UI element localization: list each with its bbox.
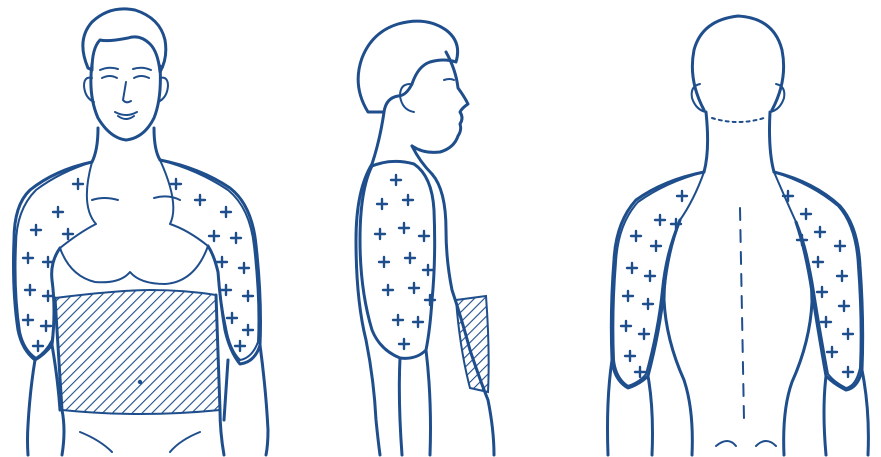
cross-mark	[239, 263, 249, 273]
front-chest	[60, 246, 208, 284]
cross-mark	[375, 229, 385, 239]
cross-mark	[53, 207, 63, 217]
cross-mark	[413, 317, 423, 327]
side-view	[356, 21, 494, 455]
cross-mark	[171, 179, 181, 189]
cross-mark	[391, 175, 401, 185]
cross-mark	[627, 263, 637, 273]
cross-mark	[393, 315, 403, 325]
front-eye-left	[102, 76, 117, 78]
cross-mark	[835, 241, 845, 251]
side-neck	[372, 112, 432, 174]
back-view	[608, 16, 869, 455]
back-right-forearm	[824, 370, 868, 455]
side-hair	[358, 21, 457, 112]
cross-mark	[31, 225, 41, 235]
cross-mark	[817, 287, 827, 297]
cross-mark	[677, 191, 687, 201]
front-navel	[138, 380, 142, 384]
front-hair	[83, 9, 166, 72]
front-nose	[123, 82, 131, 102]
cross-mark	[25, 285, 35, 295]
front-brow-left	[100, 68, 118, 70]
cross-mark	[625, 351, 635, 361]
back-buttocks	[716, 441, 776, 446]
side-forearm	[399, 350, 430, 455]
cross-mark	[399, 223, 409, 233]
cross-mark	[243, 291, 253, 301]
front-abdomen-hatched-zone	[55, 290, 220, 414]
cross-mark	[63, 229, 73, 239]
back-right-cross-zone	[774, 172, 861, 388]
cross-mark	[655, 215, 665, 225]
cross-mark	[419, 231, 429, 241]
cross-mark	[643, 299, 653, 309]
front-eye-right	[134, 76, 149, 78]
cross-mark	[797, 235, 807, 245]
side-arm	[360, 161, 435, 358]
cross-mark	[843, 367, 853, 377]
cross-mark	[821, 317, 831, 327]
side-ear	[400, 84, 414, 112]
cross-mark	[33, 341, 43, 351]
side-flank-hatched-zone	[456, 296, 489, 392]
cross-mark	[621, 321, 631, 331]
back-head	[692, 16, 783, 110]
cross-mark	[231, 233, 241, 243]
cross-mark	[217, 257, 227, 267]
cross-mark	[403, 195, 413, 205]
front-brow-right	[133, 68, 151, 70]
cross-mark	[23, 315, 33, 325]
cross-mark	[221, 285, 231, 295]
cross-mark	[815, 227, 825, 237]
front-groin	[80, 432, 200, 452]
cross-mark	[409, 283, 419, 293]
side-cross-marks	[375, 175, 435, 349]
cross-mark	[651, 241, 661, 251]
back-spine	[740, 208, 744, 420]
cross-mark	[399, 339, 409, 349]
cross-mark	[377, 199, 387, 209]
cross-mark	[209, 231, 219, 241]
cross-mark	[837, 271, 847, 281]
cross-mark	[243, 325, 253, 335]
cross-mark	[23, 253, 33, 263]
cross-mark	[43, 291, 53, 301]
cross-mark	[195, 195, 205, 205]
cross-mark	[813, 257, 823, 267]
front-mouth	[115, 112, 137, 119]
cross-mark	[41, 321, 51, 331]
cross-mark	[73, 179, 83, 189]
cross-mark	[783, 191, 793, 201]
cross-mark	[383, 285, 393, 295]
cross-mark	[423, 265, 433, 275]
front-collarbone	[92, 196, 180, 200]
cross-mark	[405, 253, 415, 263]
cross-mark	[839, 301, 849, 311]
cross-mark	[379, 257, 389, 267]
cross-mark	[221, 207, 231, 217]
back-left-cross-zone	[613, 172, 704, 386]
cross-mark	[235, 341, 245, 351]
cross-mark	[623, 291, 633, 301]
front-neck	[92, 128, 160, 162]
cross-mark	[227, 313, 237, 323]
front-view	[14, 9, 269, 455]
cross-mark	[843, 329, 853, 339]
front-left-forearm	[28, 345, 61, 455]
cross-mark	[645, 271, 655, 281]
back-hairline	[712, 118, 764, 122]
cross-mark	[639, 329, 649, 339]
side-eye	[444, 79, 454, 80]
cross-mark	[801, 209, 811, 219]
back-neck	[704, 112, 774, 172]
cross-mark	[827, 347, 837, 357]
cross-mark	[631, 231, 641, 241]
